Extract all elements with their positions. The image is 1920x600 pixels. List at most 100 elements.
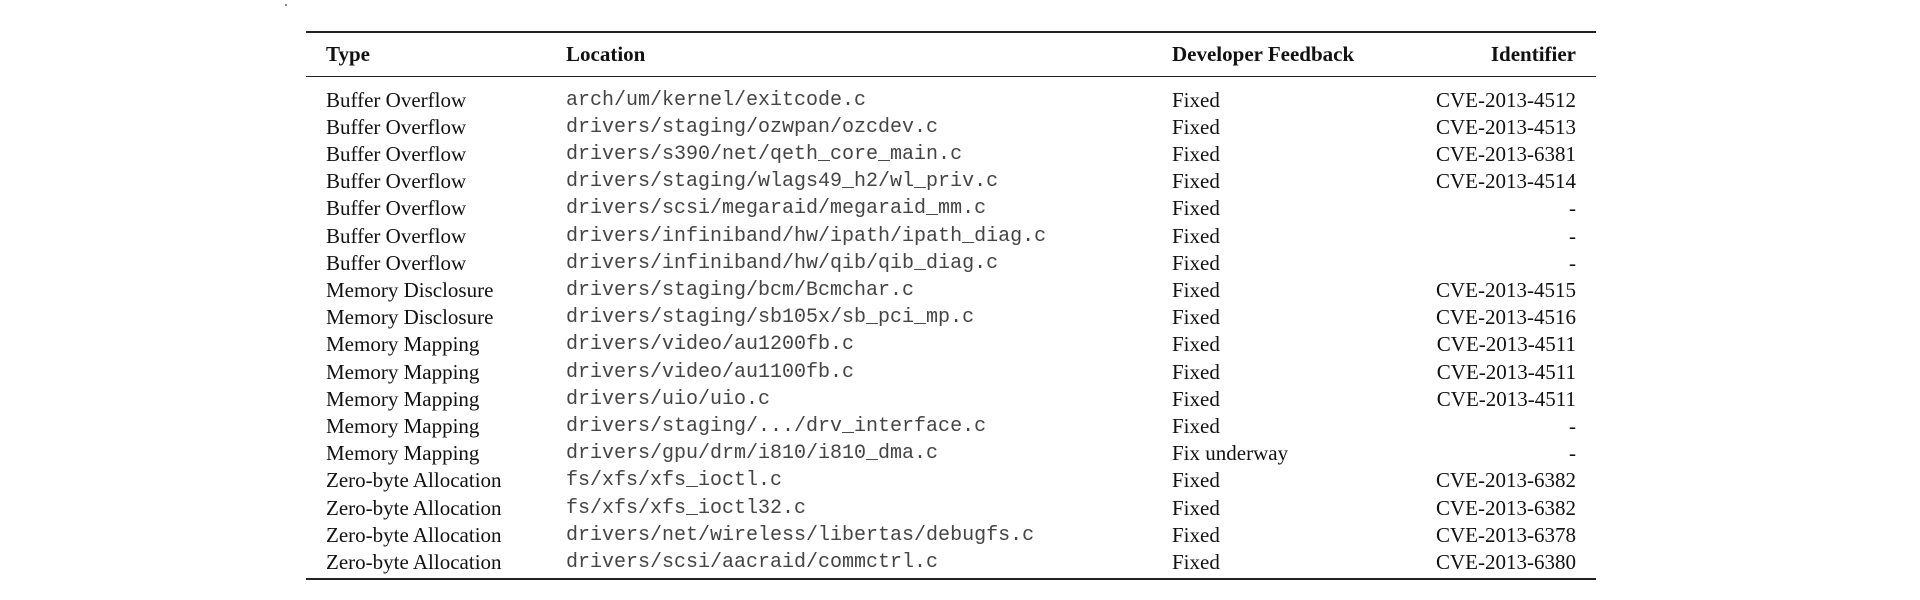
cell-identifier: - (1569, 441, 1576, 466)
cell-location: drivers/staging/bcm/Bcmchar.c (566, 278, 915, 302)
cell-location: drivers/staging/ozwpan/ozcdev.c (566, 115, 939, 139)
table-row: Buffer Overflow drivers/scsi/megaraid/meg… (306, 195, 1596, 222)
table-row: Buffer Overflow drivers/s390/net/qeth_cor… (306, 141, 1596, 168)
cell-identifier: CVE-2013-4513 (1436, 114, 1576, 139)
cell-identifier: CVE-2013-6378 (1436, 522, 1576, 547)
cell-identifier: - (1569, 413, 1576, 438)
cell-location: fs/xfs/xfs_ioctl.c (566, 469, 783, 493)
cell-identifier: CVE-2013-4514 (1436, 169, 1576, 194)
table-row: Buffer Overflow drivers/staging/ozwpan/oz… (306, 114, 1596, 141)
table-header: Type Location Developer Feedback Identif… (306, 32, 1596, 76)
cell-location: drivers/infiniband/hw/ipath/ipath_diag.c (566, 224, 1047, 248)
cell-identifier: CVE-2013-4512 (1436, 87, 1576, 112)
cell-location: drivers/staging/sb105x/sb_pci_mp.c (566, 306, 975, 330)
header-type: Type (326, 41, 370, 66)
cell-feedback: Fixed (1172, 495, 1220, 520)
cell-location: drivers/s390/net/qeth_core_main.c (566, 142, 963, 166)
cell-identifier: - (1569, 196, 1576, 221)
cell-feedback: Fixed (1172, 522, 1220, 547)
cell-type: Zero-byte Allocation (326, 495, 502, 520)
table-row: Memory Mapping drivers/video/au1100fb.c Fi… (306, 359, 1596, 386)
cell-identifier: CVE-2013-6382 (1436, 468, 1576, 493)
cell-type: Buffer Overflow (326, 223, 467, 248)
table-row: Memory Disclosure drivers/staging/sb105x/… (306, 304, 1596, 331)
header-location: Location (566, 41, 646, 66)
table-row: Memory Mapping drivers/staging/.../drv_in… (306, 413, 1596, 440)
vulnerability-table: Type Location Developer Feedback Identif… (306, 31, 1596, 581)
cell-feedback: Fixed (1172, 114, 1220, 139)
cell-type: Memory Mapping (326, 359, 480, 384)
cell-type: Memory Disclosure (326, 305, 494, 330)
cell-location: drivers/uio/uio.c (566, 387, 771, 411)
cell-feedback: Fixed (1172, 332, 1220, 357)
table-row: Zero-byte Allocation fs/xfs/xfs_ioctl32.c… (306, 495, 1596, 522)
cell-type: Memory Mapping (326, 441, 480, 466)
cell-location: fs/xfs/xfs_ioctl32.c (566, 496, 807, 520)
table-row: Buffer Overflow arch/um/kernel/exitcode.c… (306, 76, 1596, 114)
cell-feedback: Fixed (1172, 386, 1220, 411)
cell-feedback: Fixed (1172, 196, 1220, 221)
vulnerability-table-container: Type Location Developer Feedback Identif… (306, 31, 1596, 581)
header-identifier: Identifier (1490, 41, 1576, 66)
cell-type: Zero-byte Allocation (326, 468, 502, 493)
cell-feedback: Fixed (1172, 169, 1220, 194)
cell-location: drivers/gpu/drm/i810/i810_dma.c (566, 442, 939, 466)
cell-feedback: Fix underway (1172, 441, 1289, 466)
header-feedback: Developer Feedback (1172, 41, 1355, 66)
table-row: Zero-byte Allocation drivers/scsi/aacraid… (306, 549, 1596, 579)
cell-location: drivers/video/au1100fb.c (566, 360, 855, 384)
cell-identifier: CVE-2013-4515 (1436, 277, 1576, 302)
cell-type: Buffer Overflow (326, 196, 467, 221)
cell-type: Memory Mapping (326, 332, 480, 357)
cell-feedback: Fixed (1172, 223, 1220, 248)
cell-type: Zero-byte Allocation (326, 549, 502, 574)
cell-feedback: Fixed (1172, 141, 1220, 166)
cell-feedback: Fixed (1172, 359, 1220, 384)
cell-location: drivers/scsi/aacraid/commctrl.c (566, 550, 939, 574)
cell-type: Buffer Overflow (326, 169, 467, 194)
cell-identifier: CVE-2013-6380 (1436, 549, 1576, 574)
table-row: Memory Disclosure drivers/staging/bcm/Bcm… (306, 277, 1596, 304)
cell-location: drivers/scsi/megaraid/megaraid_mm.c (566, 197, 987, 221)
cell-type: Memory Mapping (326, 386, 480, 411)
cell-type: Zero-byte Allocation (326, 522, 502, 547)
cell-feedback: Fixed (1172, 250, 1220, 275)
cell-location: drivers/video/au1200fb.c (566, 333, 855, 357)
table-row: Buffer Overflow drivers/infiniband/hw/ipa… (306, 223, 1596, 250)
cell-identifier: - (1569, 223, 1576, 248)
table-body: Buffer Overflow arch/um/kernel/exitcode.c… (306, 76, 1596, 579)
table-row: Zero-byte Allocation fs/xfs/xfs_ioctl.c Fi… (306, 467, 1596, 494)
cell-type: Buffer Overflow (326, 141, 467, 166)
cell-feedback: Fixed (1172, 549, 1220, 574)
cell-type: Buffer Overflow (326, 250, 467, 275)
cell-feedback: Fixed (1172, 468, 1220, 493)
cell-type: Buffer Overflow (326, 87, 467, 112)
cell-feedback: Fixed (1172, 413, 1220, 438)
cell-identifier: - (1569, 250, 1576, 275)
cell-location: drivers/staging/wlags49_h2/wl_priv.c (566, 170, 999, 194)
table-row: Memory Mapping drivers/uio/uio.c Fixed CVE-… (306, 386, 1596, 413)
table-row: Zero-byte Allocation drivers/net/wireless… (306, 522, 1596, 549)
stray-dot (285, 4, 287, 6)
cell-type: Memory Disclosure (326, 277, 494, 302)
cell-type: Buffer Overflow (326, 114, 467, 139)
cell-feedback: Fixed (1172, 277, 1220, 302)
cell-feedback: Fixed (1172, 305, 1220, 330)
cell-location: drivers/staging/.../drv_interface.c (566, 414, 987, 438)
cell-location: drivers/infiniband/hw/qib/qib_diag.c (566, 251, 999, 275)
cell-identifier: CVE-2013-4511 (1436, 332, 1576, 357)
header-row: Type Location Developer Feedback Identif… (306, 32, 1596, 76)
cell-identifier: CVE-2013-6381 (1436, 141, 1576, 166)
table-row: Memory Mapping drivers/video/au1200fb.c Fi… (306, 331, 1596, 358)
table-row: Memory Mapping drivers/gpu/drm/i810/i810_… (306, 440, 1596, 467)
cell-identifier: CVE-2013-4511 (1436, 359, 1576, 384)
cell-identifier: CVE-2013-6382 (1436, 495, 1576, 520)
cell-type: Memory Mapping (326, 413, 480, 438)
cell-location: arch/um/kernel/exitcode.c (566, 88, 867, 112)
table-row: Buffer Overflow drivers/staging/wlags49_h… (306, 168, 1596, 195)
table-row: Buffer Overflow drivers/infiniband/hw/qib… (306, 250, 1596, 277)
cell-identifier: CVE-2013-4516 (1436, 305, 1576, 330)
cell-location: drivers/net/wireless/libertas/debugfs.c (566, 523, 1035, 547)
cell-identifier: CVE-2013-4511 (1436, 386, 1576, 411)
cell-feedback: Fixed (1172, 87, 1220, 112)
